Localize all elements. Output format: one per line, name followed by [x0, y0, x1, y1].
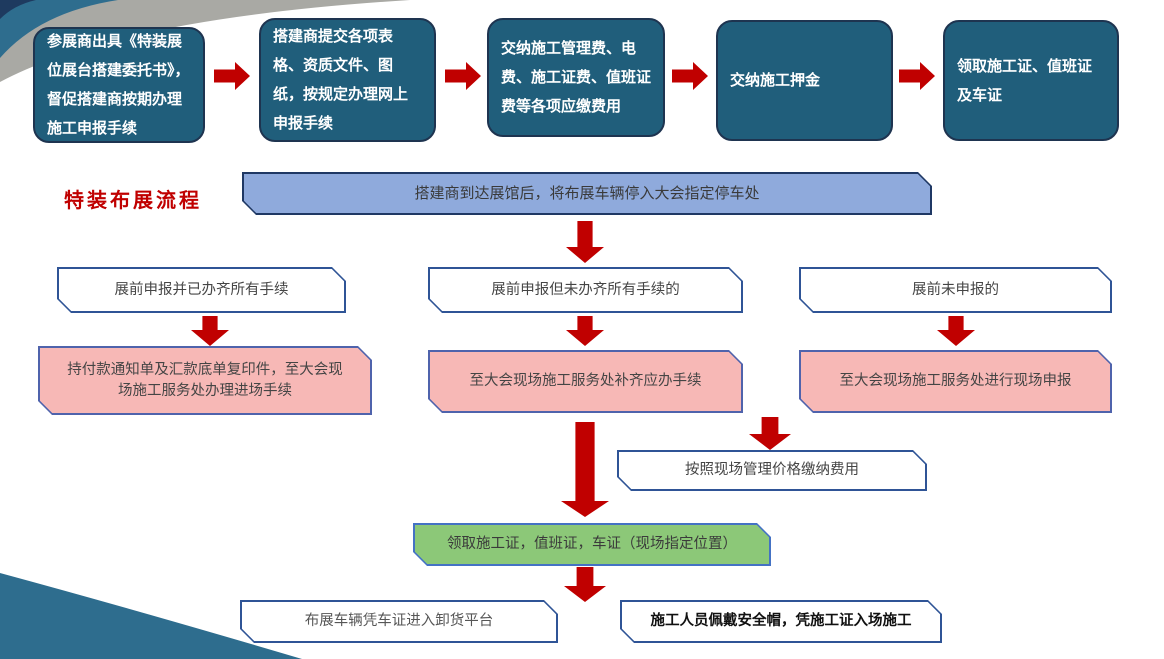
condition-text: 展前申报并已办齐所有手续	[114, 281, 289, 298]
top-step-label: 搭建商提交各项表格、资质文件、图纸，按规定办理网上申报手续	[273, 27, 409, 132]
action-box-2: 至大会现场施工服务处补齐应办手续	[428, 350, 743, 413]
flow-arrow-down-branch-2	[566, 316, 604, 346]
onsite-fee-text: 按照现场管理价格缴纳费用	[685, 462, 859, 478]
condition-box-2: 展前申报但未办齐所有手续的	[428, 267, 743, 313]
action-text: 至大会现场施工服务处补齐应办手续	[469, 373, 702, 389]
flow-arrow-down-branch-1	[191, 316, 229, 346]
flow-arrow-right-2	[445, 62, 481, 90]
construction-entry-box: 施工人员佩戴安全帽，凭施工证入场施工	[620, 600, 942, 643]
top-step-label: 交纳施工管理费、电费、施工证费、值班证费等各项应缴费用	[501, 39, 652, 115]
top-step-label: 交纳施工押金	[730, 71, 821, 89]
flow-arrow-right-3	[672, 62, 708, 90]
top-step-box-1: 参展商出具《特装展位展台搭建委托书》，督促搭建商按期办理施工申报手续	[33, 27, 205, 143]
arrival-banner-text: 搭建商到达展馆后，将布展车辆停入大会指定停车处	[414, 184, 760, 202]
construction-entry-text: 施工人员佩戴安全帽，凭施工证入场施工	[650, 613, 912, 629]
top-step-box-3: 交纳施工管理费、电费、施工证费、值班证费等各项应缴费用	[487, 18, 665, 137]
action-box-3: 至大会现场施工服务处进行现场申报	[799, 350, 1112, 413]
page-title: 特装布展流程	[64, 188, 202, 212]
condition-box-3: 展前未申报的	[799, 267, 1112, 313]
action-box-1: 持付款通知单及汇款底单复印件，至大会现场施工服务处办理进场手续	[38, 346, 372, 415]
top-step-box-4: 交纳施工押金	[716, 20, 893, 141]
condition-text: 展前未申报的	[912, 281, 999, 298]
arrival-banner: 搭建商到达展馆后，将布展车辆停入大会指定停车处	[242, 172, 932, 215]
unload-platform-text: 布展车辆凭车证进入卸货平台	[304, 613, 494, 629]
top-step-label: 参展商出具《特装展位展台搭建委托书》，督促搭建商按期办理施工申报手续	[47, 32, 190, 137]
flow-arrow-down-banner	[566, 221, 604, 263]
flow-arrow-down-onsite-fee	[749, 417, 791, 450]
flow-arrow-down-long	[561, 422, 609, 517]
pass-pickup-text: 领取施工证，值班证，车证（现场指定位置）	[447, 536, 737, 552]
flow-arrow-right-4	[899, 62, 935, 90]
action-text: 至大会现场施工服务处进行现场申报	[839, 373, 1072, 389]
top-step-box-5: 领取施工证、值班证及车证	[943, 20, 1119, 141]
condition-box-1: 展前申报并已办齐所有手续	[57, 267, 346, 313]
onsite-fee-box: 按照现场管理价格缴纳费用	[617, 450, 927, 491]
flow-arrow-down-branch-3	[937, 316, 975, 346]
condition-text: 展前申报但未办齐所有手续的	[491, 281, 680, 298]
action-text: 持付款通知单及汇款底单复印件，至大会现场施工服务处办理进场手续	[67, 361, 343, 399]
unload-platform-box: 布展车辆凭车证进入卸货平台	[240, 600, 558, 643]
top-step-label: 领取施工证、值班证及车证	[957, 56, 1093, 104]
top-step-box-2: 搭建商提交各项表格、资质文件、图纸，按规定办理网上申报手续	[259, 18, 436, 142]
flow-arrow-right-1	[214, 62, 250, 90]
flow-arrow-down-final	[564, 567, 606, 602]
pass-pickup-box: 领取施工证，值班证，车证（现场指定位置）	[413, 523, 771, 566]
